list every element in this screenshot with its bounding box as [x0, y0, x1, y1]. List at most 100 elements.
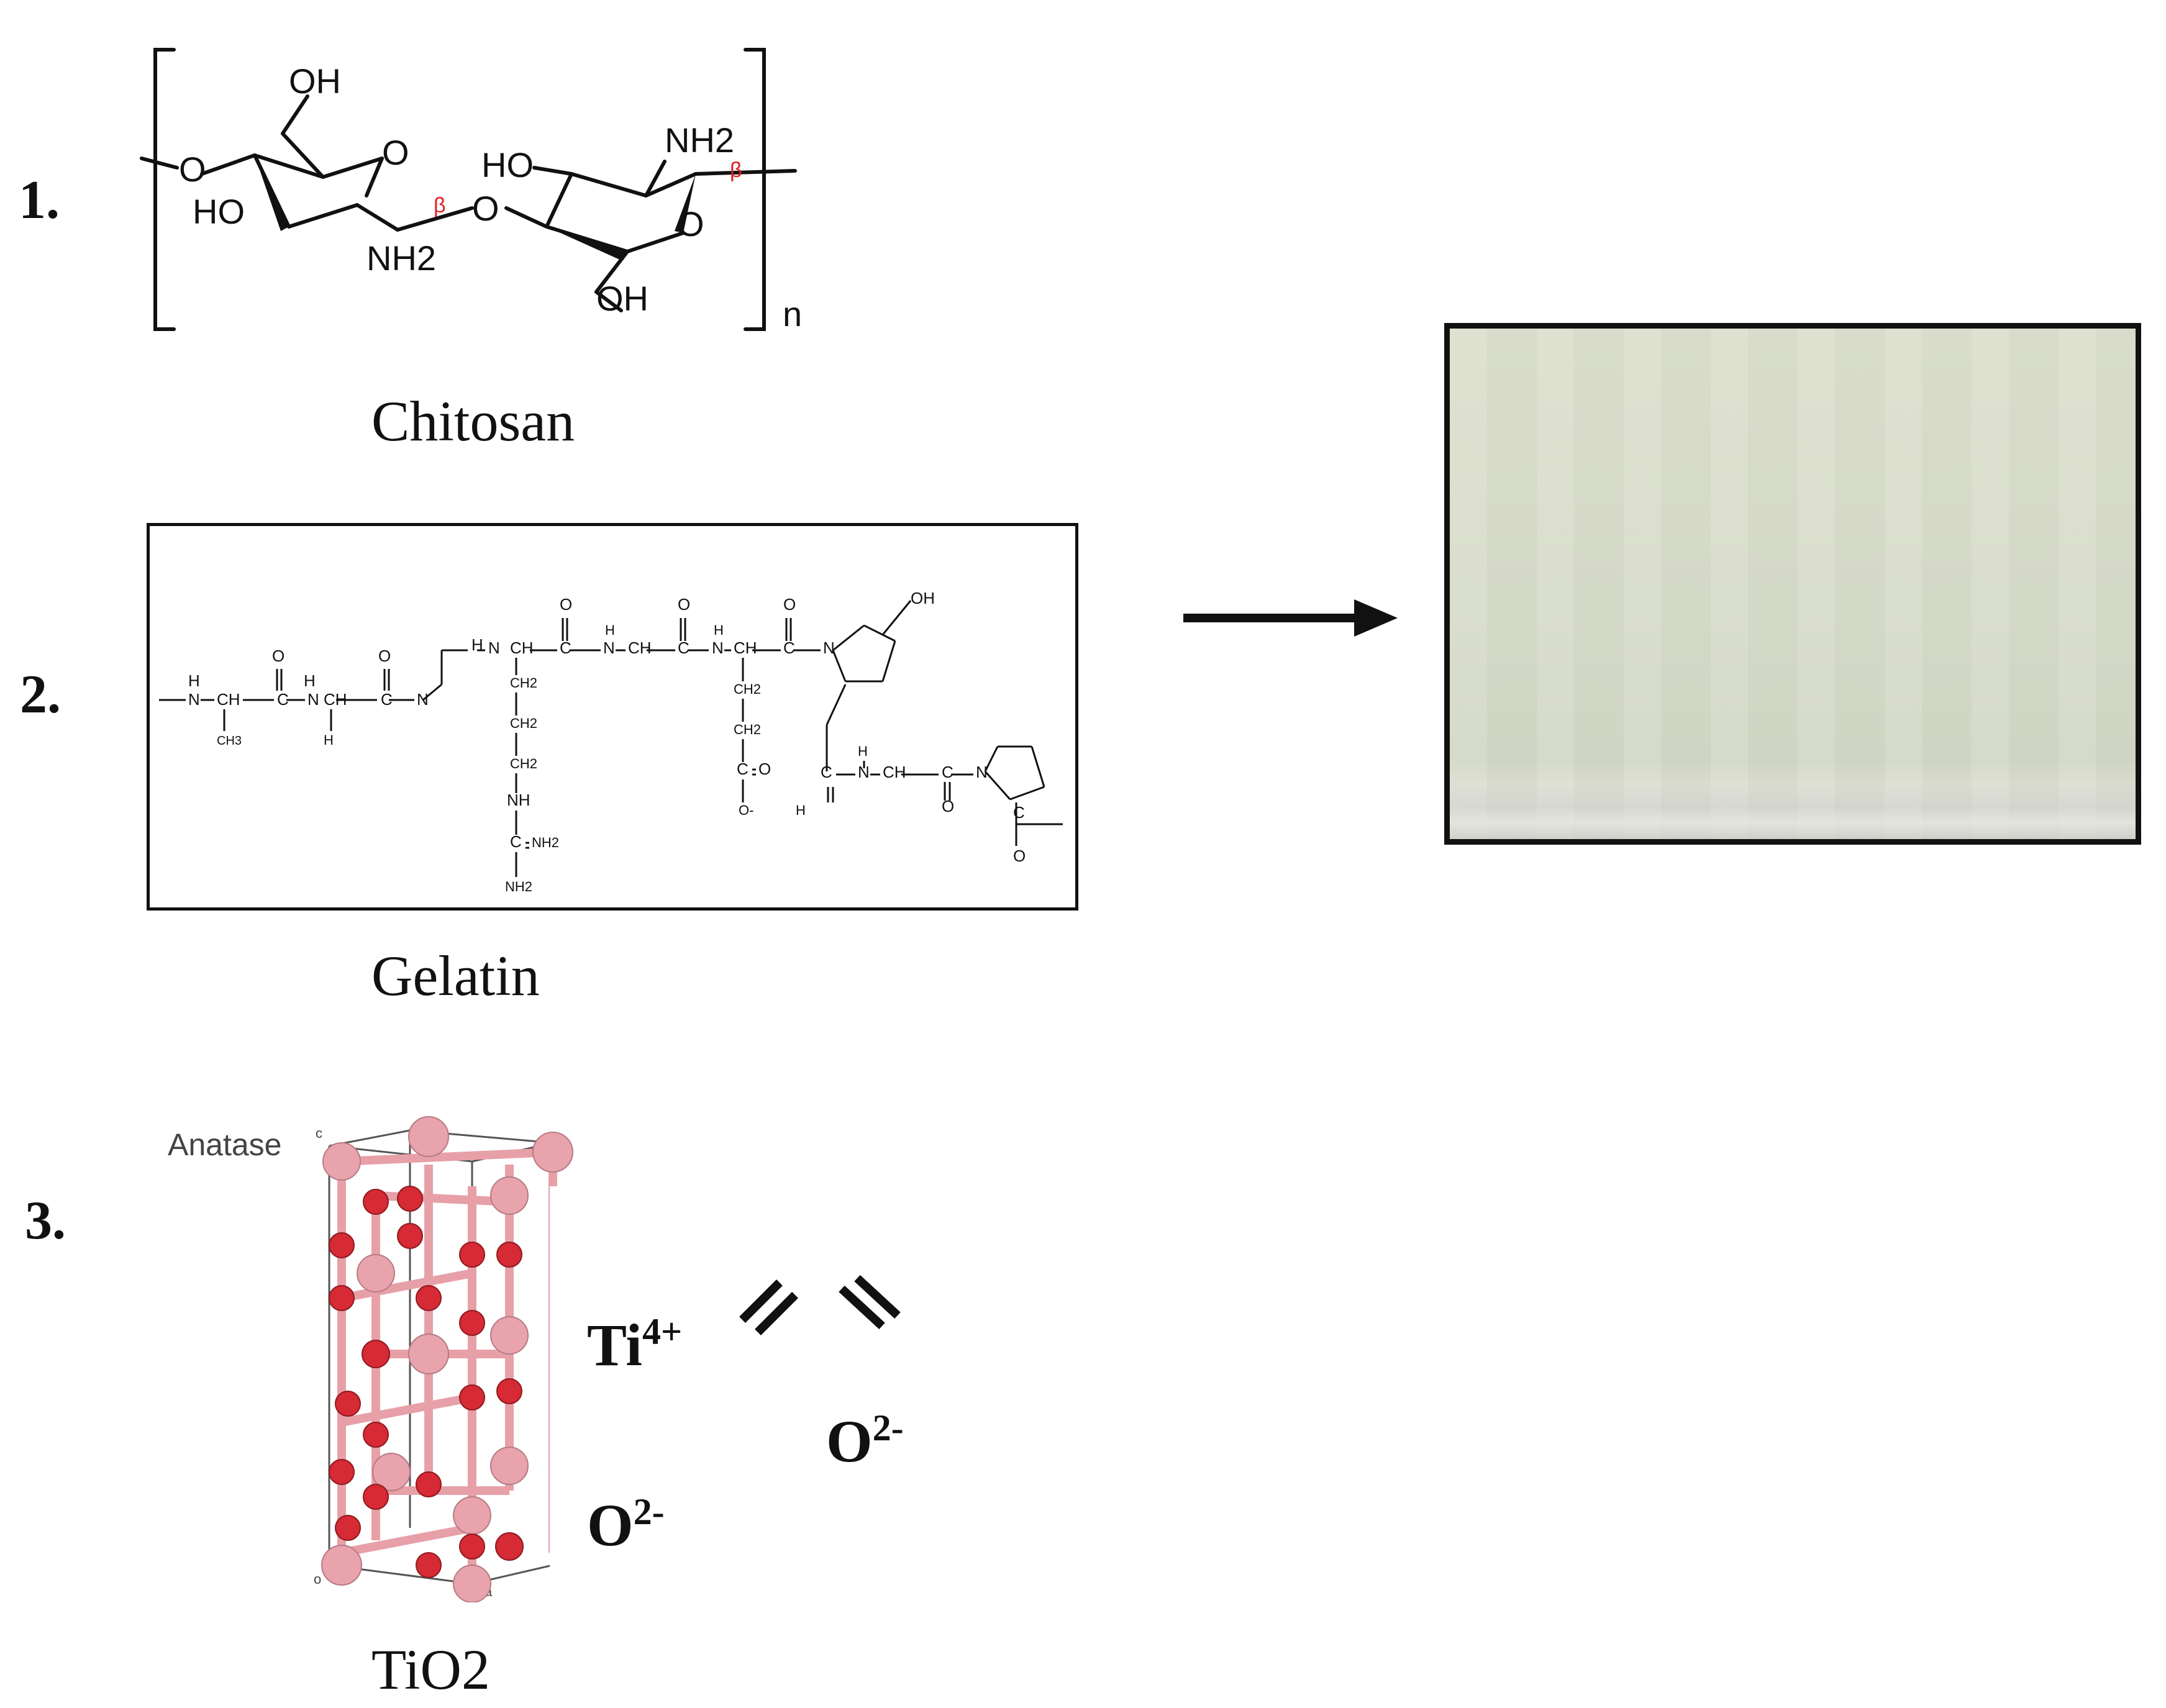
gelatin-atom-label: CH — [883, 763, 906, 781]
film-bottom-edge — [1450, 783, 2136, 839]
gelatin-bond — [984, 771, 1011, 800]
gelatin-bond — [984, 746, 999, 772]
gelatin-atom-label: CH3 — [217, 734, 242, 748]
ion-o-right-charge: 2- — [872, 1407, 904, 1448]
gelatin-atom-label: H — [714, 622, 724, 638]
gelatin-atom-label: O — [758, 760, 771, 778]
gelatin-atom-label: C — [381, 690, 393, 709]
oxygen-atom — [397, 1223, 423, 1249]
oxygen-atom — [363, 1189, 389, 1215]
oxygen-atom — [416, 1285, 442, 1311]
gelatin-atom-label: C — [783, 638, 795, 657]
gelatin-bond — [881, 600, 912, 635]
gelatin-atom-label: H — [304, 671, 316, 690]
gelatin-atom-label: CH — [510, 638, 534, 657]
titanium-atom — [357, 1254, 395, 1292]
oxygen-atom — [416, 1471, 442, 1497]
chitosan-ho-left: HO — [193, 192, 245, 231]
ion-o2-right: O2- — [826, 1407, 904, 1476]
gelatin-atom-label: N — [488, 638, 500, 657]
titanium-atom — [453, 1565, 491, 1602]
caption-tio2-text: TiO2 — [371, 1638, 490, 1701]
caption-gelatin: Gelatin — [371, 944, 540, 1007]
oxygen-atom — [335, 1515, 361, 1541]
gelatin-atom-label: CH — [628, 638, 652, 657]
gelatin-bond — [422, 683, 442, 701]
oxygen-atom — [363, 1484, 389, 1510]
chitosan-oh-top: OH — [289, 61, 341, 101]
oxygen-atom — [335, 1391, 361, 1417]
gelatin-atom-label: N — [858, 763, 870, 781]
gelatin-atom-label: N — [307, 690, 319, 709]
titanium-atom — [408, 1116, 449, 1157]
gelatin-atom-label: N — [823, 638, 835, 657]
composite-film-image — [1444, 323, 2141, 845]
oxygen-atom — [459, 1384, 485, 1410]
gelatin-atom-label: H — [188, 671, 200, 690]
oxygen-atom — [363, 1422, 389, 1448]
oxygen-atom — [329, 1232, 355, 1258]
chitosan-beta-1: β — [434, 194, 446, 217]
gelatin-atom-label: CH2 — [510, 715, 537, 731]
caption-chitosan: Chitosan — [371, 389, 575, 453]
gelatin-atom-label: C — [737, 760, 749, 778]
item-number-2: 2. — [20, 665, 61, 725]
gelatin-atom-label: CH2 — [734, 722, 761, 737]
gelatin-atom-label: NH2 — [532, 835, 559, 850]
gelatin-atom-label: N — [712, 638, 724, 657]
gelatin-atom-label: OH — [911, 589, 935, 607]
gelatin-atom-label: NH — [507, 791, 530, 809]
double-bond-left-icon — [739, 1279, 798, 1335]
oxygen-atom — [496, 1242, 522, 1268]
item-number-3: 3. — [25, 1191, 66, 1251]
ion-o2-lower: O2- — [587, 1491, 665, 1560]
gelatin-atom-label: O — [783, 595, 796, 614]
film-texture — [1450, 329, 2136, 839]
gelatin-bond — [881, 640, 896, 682]
gelatin-atom-label: C — [821, 763, 832, 781]
chitosan-structure: OH O O HO NH2 O HO NH2 O OH n β β — [140, 48, 802, 334]
oxygen-atom — [329, 1459, 355, 1485]
gelatin-bond — [832, 650, 847, 682]
oxygen-atom — [329, 1285, 355, 1311]
gelatin-atom-label: O — [1013, 847, 1026, 865]
chitosan-nh2-right: NH2 — [665, 120, 734, 160]
ion-o-lower-symbol: O — [587, 1492, 634, 1558]
gelatin-atom-label: H — [796, 802, 806, 818]
ion-ti-charge: 4+ — [642, 1311, 683, 1352]
chitosan-repeat-n: n — [783, 294, 802, 334]
gelatin-atom-label: CH2 — [510, 756, 537, 771]
gelatin-bond — [863, 624, 896, 642]
titanium-atom — [408, 1333, 449, 1374]
titanium-atom — [321, 1545, 362, 1586]
oxygen-atom — [397, 1186, 423, 1212]
gelatin-bond — [1009, 786, 1045, 801]
ion-ti-symbol: Ti — [587, 1312, 642, 1378]
gelatin-atom-label: O — [272, 647, 284, 665]
gelatin-atom-label: O — [378, 647, 391, 665]
oxygen-atom — [496, 1378, 522, 1404]
gelatin-atom-label: N — [976, 763, 988, 781]
anatase-axis-o: o — [314, 1571, 321, 1587]
anatase-bond — [375, 1191, 510, 1206]
gelatin-atom-label: H — [324, 732, 334, 748]
titanium-atom — [490, 1176, 529, 1215]
chitosan-ring-o-right: O — [677, 204, 704, 243]
gelatin-atom-label: CH2 — [510, 675, 537, 691]
anatase-bond — [340, 1524, 473, 1557]
gelatin-bond — [832, 624, 865, 652]
ion-o-right-symbol: O — [826, 1408, 873, 1474]
titanium-atom — [490, 1316, 529, 1355]
anatase-bond — [341, 1148, 553, 1166]
gelatin-atom-label: C — [277, 690, 289, 709]
anatase-axis-c: c — [316, 1125, 322, 1141]
oxygen-atom — [459, 1242, 485, 1268]
titanium-atom — [372, 1453, 411, 1491]
gelatin-atom-label: CH — [734, 638, 757, 657]
gelatin-atom-label: CH — [217, 690, 240, 709]
chitosan-beta-2: β — [730, 158, 742, 182]
gelatin-atom-label: NH2 — [505, 879, 532, 894]
